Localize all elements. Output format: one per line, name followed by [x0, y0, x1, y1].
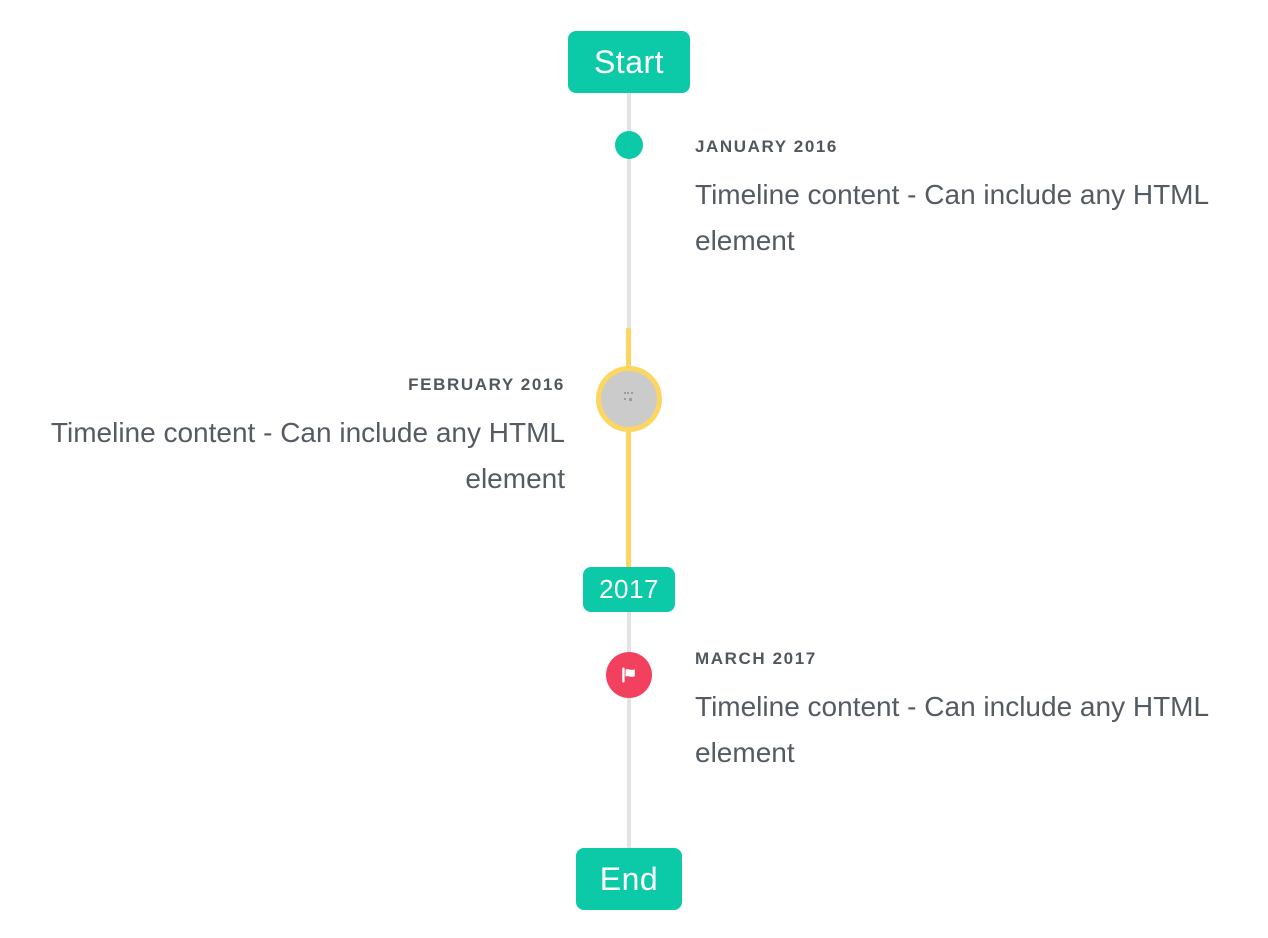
entry-body: Timeline content - Can include any HTML … — [695, 179, 1209, 256]
entry-title: FEBRUARY 2016 — [408, 375, 565, 394]
entry-title: JANUARY 2016 — [695, 137, 838, 156]
year-plate: 2017 — [583, 567, 675, 612]
timeline-line-highlight — [626, 328, 631, 567]
timeline-entry-january-2016: JANUARY 2016 Timeline content - Can incl… — [695, 136, 1220, 264]
flag-marker[interactable] — [606, 652, 652, 698]
image-marker[interactable] — [596, 366, 662, 432]
flag-icon — [617, 663, 641, 687]
end-plate-label: End — [599, 860, 659, 897]
broken-image-icon — [622, 390, 636, 409]
entry-body: Timeline content - Can include any HTML … — [50, 417, 565, 494]
dot-marker[interactable] — [615, 131, 643, 159]
timeline-entry-february-2016: FEBRUARY 2016 Timeline content - Can inc… — [40, 374, 565, 502]
year-plate-label: 2017 — [599, 574, 659, 604]
start-plate: Start — [568, 31, 690, 93]
entry-body: Timeline content - Can include any HTML … — [695, 691, 1209, 768]
entry-title: MARCH 2017 — [695, 649, 817, 668]
timeline-entry-march-2017: MARCH 2017 Timeline content - Can includ… — [695, 648, 1220, 776]
end-plate: End — [576, 848, 682, 910]
start-plate-label: Start — [593, 43, 665, 80]
